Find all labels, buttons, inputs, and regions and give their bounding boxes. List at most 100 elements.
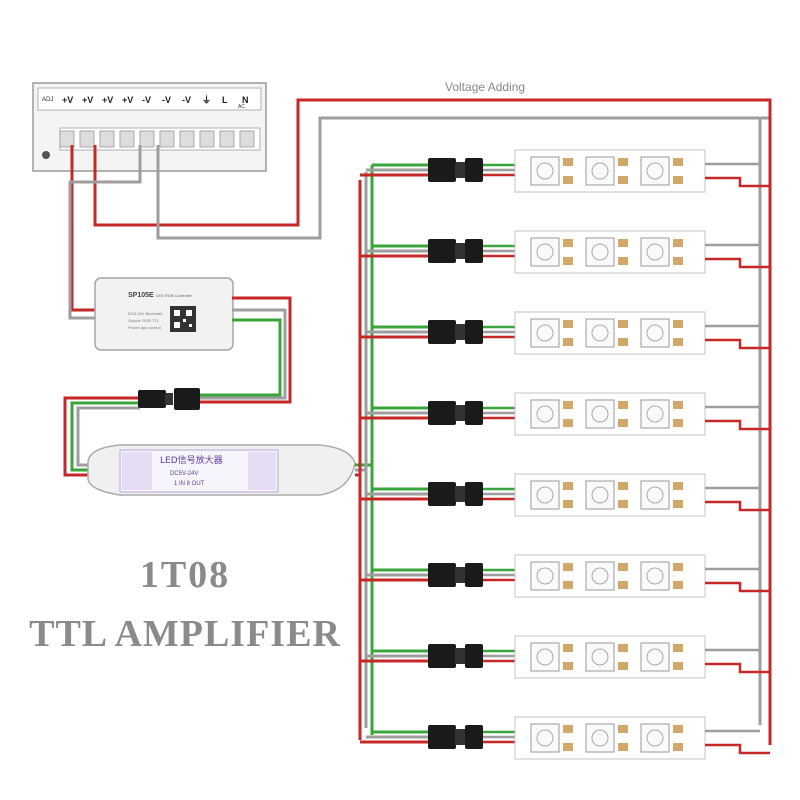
led-chip [530, 561, 560, 591]
terminal-label: +V [122, 95, 133, 105]
led-chip [585, 318, 615, 348]
led-chip [530, 399, 560, 429]
strip-connector [428, 239, 456, 263]
led-lens [536, 243, 554, 261]
strip-connector [428, 563, 456, 587]
led-resistor [673, 662, 683, 670]
led-lens [536, 567, 554, 585]
bluetooth-controller: SP105E LED RGB Controller DC5-24V Blueto… [94, 277, 234, 351]
led-lens [591, 162, 609, 180]
terminal-label: +V [62, 95, 73, 105]
strip-connector-end [465, 401, 483, 425]
led-chip [640, 723, 670, 753]
strip-connector [428, 158, 456, 182]
led-resistor [618, 320, 628, 328]
led-resistor [563, 257, 573, 265]
controller-line1: DC5-24V Bluetooth [128, 311, 162, 316]
led-resistor [563, 239, 573, 247]
led-resistor [563, 158, 573, 166]
power-return-wire [705, 662, 770, 674]
led-chip [585, 399, 615, 429]
led-resistor [618, 725, 628, 733]
led-lens [646, 162, 664, 180]
led-resistor [563, 581, 573, 589]
led-resistor [673, 158, 683, 166]
terminal-label: L [222, 95, 228, 105]
amplifier-title: LED信号放大器 [160, 454, 223, 466]
led-resistor [618, 419, 628, 427]
terminal-label: ⏚ [202, 95, 211, 105]
led-lens [536, 324, 554, 342]
led-strip-row [360, 392, 770, 436]
led-strip-row [360, 716, 770, 760]
strip-connector-plug [455, 567, 465, 583]
led-chip [585, 237, 615, 267]
led-lens [591, 486, 609, 504]
terminal-screw [219, 130, 235, 148]
led-lens [591, 648, 609, 666]
led-strip-row [360, 635, 770, 679]
led-resistor [673, 239, 683, 247]
controller-output-wires [63, 296, 292, 477]
inline-connector [138, 388, 200, 410]
strip-connector-end [465, 725, 483, 749]
led-resistor [563, 743, 573, 751]
led-resistor [563, 176, 573, 184]
led-resistor [673, 338, 683, 346]
led-lens [646, 648, 664, 666]
led-lens [536, 405, 554, 423]
led-resistor [673, 257, 683, 265]
power-return-wire [705, 581, 770, 593]
strip-connector-plug [455, 486, 465, 502]
strip-connector [428, 644, 456, 668]
power-return-wire [705, 338, 770, 350]
ttl-amplifier: LED信号放大器 DC5V-24V 1 IN 8 OUT [87, 444, 356, 496]
led-lens [591, 729, 609, 747]
led-chip [530, 156, 560, 186]
power-return-wire [705, 743, 770, 755]
terminal-label: N [242, 95, 249, 105]
terminal-screw [99, 130, 115, 148]
led-chip [640, 399, 670, 429]
terminal-screw [159, 130, 175, 148]
led-strip-row [360, 230, 770, 274]
led-resistor [563, 563, 573, 571]
caption-line2: TTL AMPLIFIER [29, 613, 341, 655]
strip-connector-plug [455, 324, 465, 340]
led-resistor [673, 725, 683, 733]
strip-connector [428, 401, 456, 425]
led-resistor [563, 662, 573, 670]
led-resistor [673, 320, 683, 328]
led-lens [536, 162, 554, 180]
power-indicator-icon [42, 151, 50, 159]
led-chip [585, 156, 615, 186]
strip-connector [428, 725, 456, 749]
led-resistor [618, 482, 628, 490]
led-strip-row [360, 149, 770, 193]
adj-label: ADJ [42, 97, 53, 103]
led-chip [640, 156, 670, 186]
led-chip [585, 561, 615, 591]
terminal-screw [59, 130, 75, 148]
led-resistor [618, 257, 628, 265]
led-resistor [618, 158, 628, 166]
led-resistor [618, 338, 628, 346]
led-resistor [563, 725, 573, 733]
strip-connector-plug [455, 648, 465, 664]
strip-connector-plug [455, 405, 465, 421]
led-resistor [563, 644, 573, 652]
led-lens [536, 648, 554, 666]
led-lens [646, 405, 664, 423]
led-chip [530, 723, 560, 753]
led-chip [530, 480, 560, 510]
led-resistor [618, 581, 628, 589]
strip-connector-end [465, 239, 483, 263]
led-resistor [673, 563, 683, 571]
terminal-screw [79, 130, 95, 148]
led-strip-row [360, 473, 770, 517]
strip-connector-end [465, 158, 483, 182]
voltage-adding-label: Voltage Adding [445, 80, 525, 94]
strip-connector-end [465, 644, 483, 668]
led-resistor [618, 644, 628, 652]
led-lens [646, 567, 664, 585]
